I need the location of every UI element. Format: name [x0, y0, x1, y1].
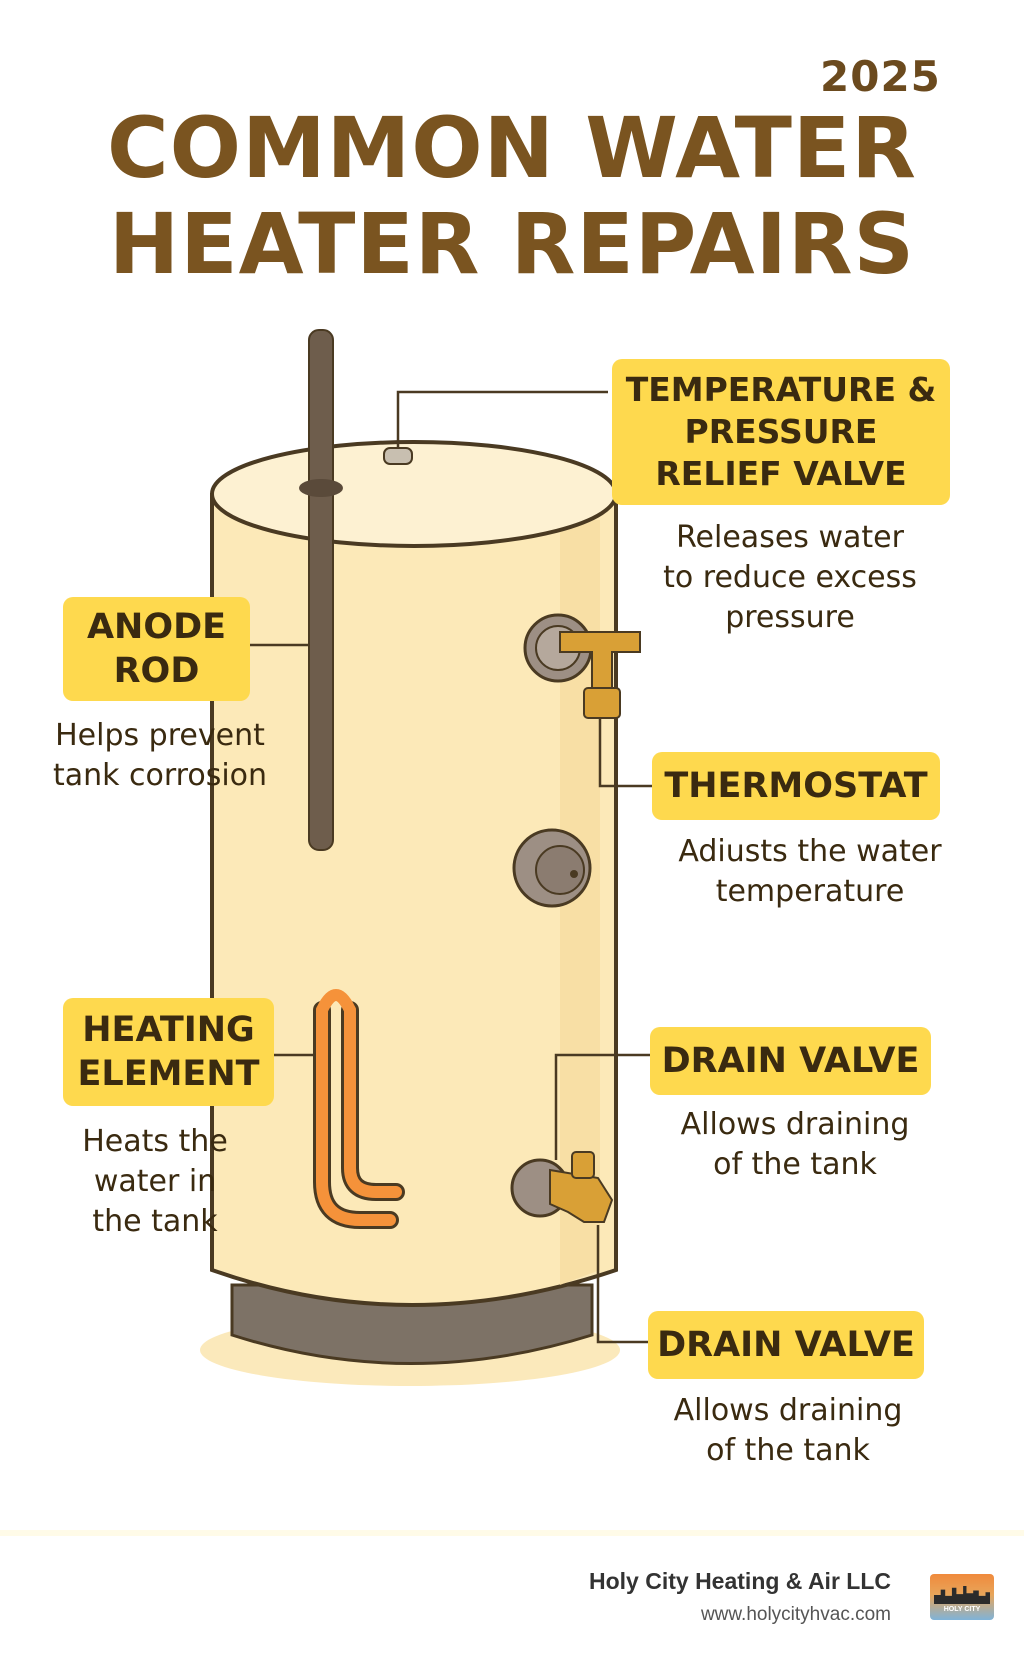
heating-element-desc-line-1: Heats the	[82, 1124, 228, 1159]
drain-valve-description-2: Allows draining of the tank	[648, 1391, 928, 1471]
page-title: COMMON WATER HEATER REPAIRS	[0, 100, 1024, 292]
anode-rod-desc-line-1: Helps prevent	[55, 718, 265, 753]
anode-rod-label-line-2: ROD	[113, 651, 200, 691]
drain-valve-description-1: Allows draining of the tank	[655, 1105, 935, 1185]
anode-rod	[308, 329, 334, 851]
tank-base	[230, 1283, 594, 1365]
tp-valve-desc-line-2: to reduce excess	[663, 560, 917, 595]
tp-valve-label-line-1: TEMPERATURE &	[625, 370, 937, 409]
thermostat-label-line-1: THERMOSTAT	[664, 766, 928, 806]
title-line-2: HEATER REPAIRS	[108, 195, 916, 293]
drain-valve-label-1: DRAIN VALVE	[650, 1027, 931, 1095]
tank-top	[210, 440, 618, 548]
tp-valve-nub	[383, 447, 413, 465]
company-name: Holy City Heating & Air LLC	[589, 1568, 891, 1594]
drain-valve-2-desc-line-2: of the tank	[706, 1433, 870, 1468]
company-logo: HOLY CITY	[930, 1574, 994, 1620]
heating-element-label-line-2: ELEMENT	[77, 1054, 260, 1094]
tp-valve-label-line-2: PRESSURE	[684, 412, 878, 451]
thermostat-label: THERMOSTAT	[652, 752, 940, 820]
year-label: 2025	[820, 52, 941, 101]
title-line-1: COMMON WATER	[107, 99, 917, 197]
leader-lines	[210, 390, 652, 1344]
anode-rod-label: ANODE ROD	[63, 597, 250, 701]
heating-element-desc-line-2: water in	[93, 1164, 217, 1199]
heating-element-coil	[316, 1004, 402, 1226]
heating-element-top	[316, 989, 356, 1016]
thermostat-desc-line-1: Adiusts the water	[678, 834, 942, 869]
drain-valve-label-2: DRAIN VALVE	[648, 1311, 924, 1379]
tp-valve-desc-line-3: pressure	[725, 600, 855, 635]
anode-rod-cap	[299, 479, 343, 497]
footer	[0, 1530, 1024, 1666]
heating-element-description: Heats the water in the tank	[60, 1122, 250, 1242]
anode-rod-desc-line-2: tank corrosion	[52, 758, 268, 793]
drain-valve-2-desc-line-1: Allows draining	[673, 1393, 903, 1428]
footer-divider	[0, 1530, 1024, 1536]
tp-valve-label: TEMPERATURE & PRESSURE RELIEF VALVE	[612, 359, 950, 505]
tp-valve-label-line-3: RELIEF VALVE	[655, 454, 907, 493]
thermostat-description: Adiusts the water temperature	[660, 832, 960, 912]
heating-element-desc-line-3: the tank	[92, 1204, 218, 1239]
drain-valve-tap	[571, 1151, 595, 1179]
drain-valve-2-label-line-1: DRAIN VALVE	[657, 1325, 915, 1365]
anode-rod-description: Helps prevent tank corrosion	[40, 716, 280, 796]
drain-valve-1-desc-line-2: of the tank	[713, 1147, 877, 1182]
logo-text: HOLY CITY	[943, 1606, 981, 1613]
anode-rod-label-line-1: ANODE	[86, 607, 227, 647]
tp-valve-desc-line-1: Releases water	[676, 520, 904, 555]
thermostat-desc-line-2: temperature	[715, 874, 905, 909]
heating-element-label: HEATING ELEMENT	[63, 998, 274, 1106]
heating-element-label-line-1: HEATING	[82, 1010, 255, 1050]
drain-valve-1-label-line-1: DRAIN VALVE	[661, 1041, 920, 1081]
website-link[interactable]: www.holycityhvac.com	[700, 1604, 891, 1625]
tp-valve-description: Releases water to reduce excess pressure	[640, 518, 940, 638]
logo-skyline-icon	[934, 1586, 990, 1604]
upper-valve-fitting	[583, 687, 621, 719]
drain-valve-spout	[549, 1168, 614, 1223]
drain-valve-1-desc-line-1: Allows draining	[680, 1107, 910, 1142]
